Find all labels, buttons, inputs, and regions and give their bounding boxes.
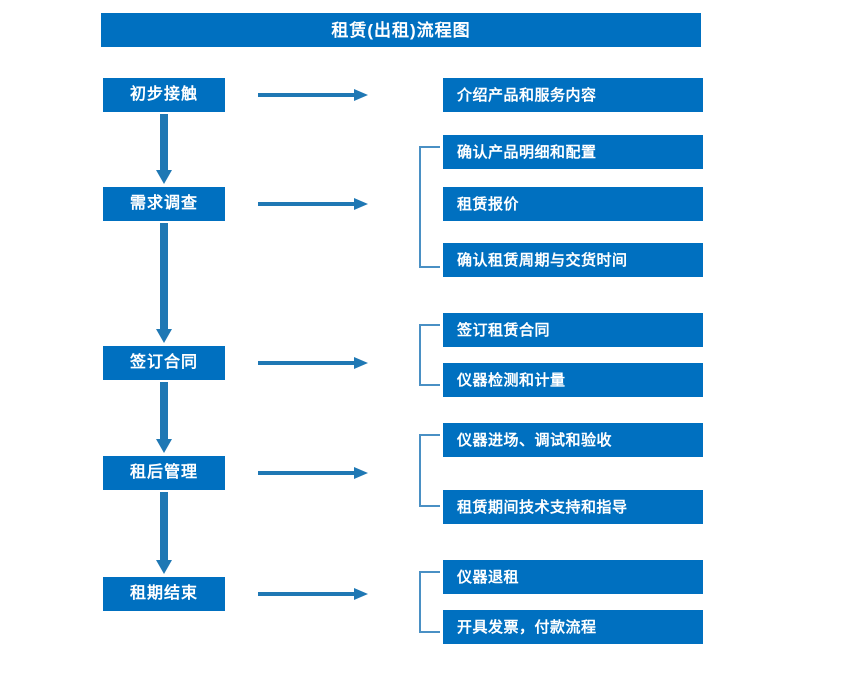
arrow-down-icon-contact-to-survey	[155, 114, 173, 184]
arrow-right-icon-post-rent-management	[258, 465, 368, 481]
detail-box-rental-quotation[interactable]: 租赁报价	[443, 187, 703, 221]
arrow-right-icon-rental-period-end	[258, 586, 368, 602]
group-bracket-post-rent-management	[418, 434, 440, 507]
detail-box-confirm-rental-period-delivery[interactable]: 确认租赁周期与交货时间	[443, 243, 703, 277]
detail-box-instrument-inspection-metering[interactable]: 仪器检测和计量	[443, 363, 703, 397]
stage-box-initial-contact[interactable]: 初步接触	[103, 78, 225, 112]
detail-box-instrument-entry-commission-acceptance[interactable]: 仪器进场、调试和验收	[443, 423, 703, 457]
detail-box-introduce-product-service[interactable]: 介绍产品和服务内容	[443, 78, 703, 112]
arrow-down-icon-management-to-end	[155, 492, 173, 574]
group-bracket-requirement-survey	[418, 146, 440, 268]
arrow-right-icon-initial-contact	[258, 87, 368, 103]
detail-box-confirm-product-spec[interactable]: 确认产品明细和配置	[443, 135, 703, 169]
group-bracket-sign-contract	[418, 324, 440, 386]
arrow-right-icon-sign-contract	[258, 355, 368, 371]
group-bracket-rental-period-end	[418, 571, 440, 633]
stage-box-rental-period-end[interactable]: 租期结束	[103, 577, 225, 611]
detail-box-rental-technical-support[interactable]: 租赁期间技术支持和指导	[443, 490, 703, 524]
arrow-down-icon-contract-to-management	[155, 382, 173, 453]
stage-box-requirement-survey[interactable]: 需求调查	[103, 187, 225, 221]
stage-box-sign-contract[interactable]: 签订合同	[103, 346, 225, 380]
stage-box-post-rent-management[interactable]: 租后管理	[103, 456, 225, 490]
arrow-down-icon-survey-to-contract	[155, 223, 173, 343]
page-title: 租赁(出租)流程图	[101, 13, 701, 47]
detail-box-instrument-return[interactable]: 仪器退租	[443, 560, 703, 594]
detail-box-sign-rental-contract[interactable]: 签订租赁合同	[443, 313, 703, 347]
arrow-right-icon-requirement-survey	[258, 196, 368, 212]
detail-box-invoice-payment-process[interactable]: 开具发票，付款流程	[443, 610, 703, 644]
